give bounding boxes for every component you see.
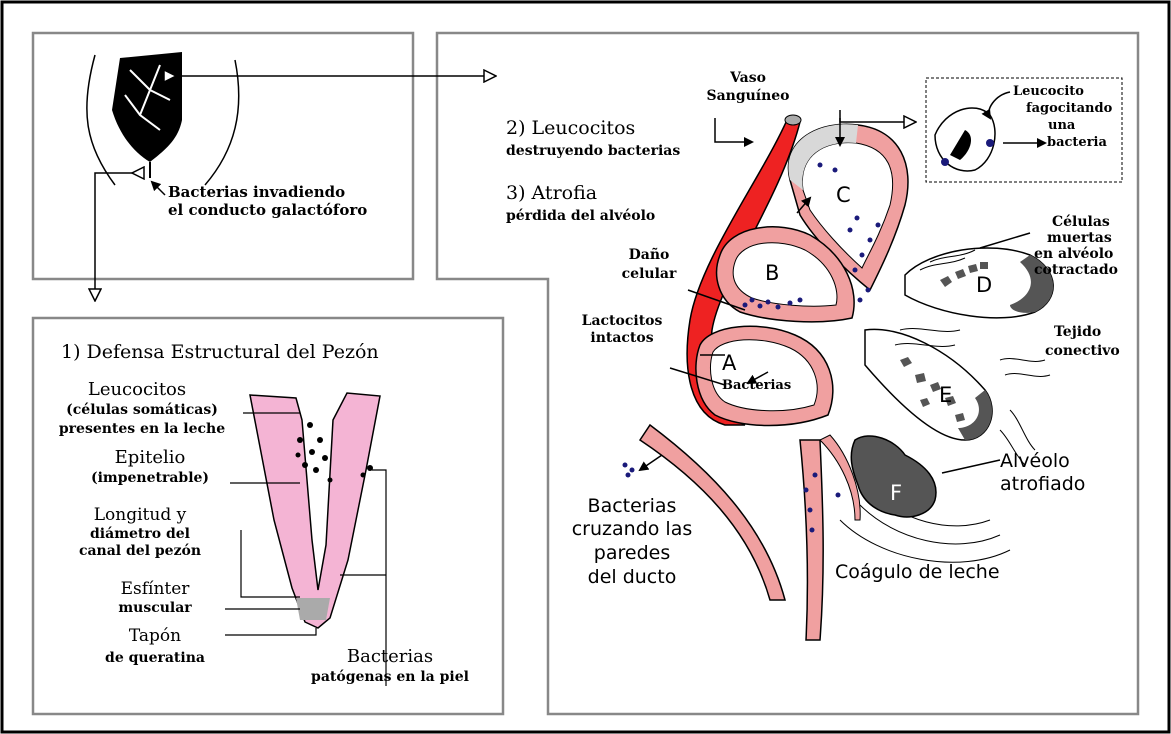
inset-fagocitando: fagocitando: [1026, 101, 1112, 116]
label-cruzando-3: paredes: [582, 542, 682, 564]
label-cruzando-2: cruzando las: [567, 518, 697, 540]
label-atrofia-title: 3) Atrofia: [506, 182, 597, 204]
label-conectivo: conectivo: [1045, 343, 1120, 359]
label-epitelio: Epitelio: [80, 448, 220, 468]
udder-sketch: [87, 52, 239, 185]
label-patogenas-piel: patógenas en la piel: [300, 669, 480, 685]
letter-a: A: [722, 352, 736, 374]
label-en-alveolo: en alvéolo: [1034, 246, 1113, 262]
inset-una: una: [1048, 118, 1075, 133]
inset-bacteria: bacteria: [1047, 135, 1107, 150]
label-dano: Daño: [614, 247, 684, 263]
arrow-udder-to-nipple: [95, 173, 133, 300]
label-impenetrable: (impenetrable): [80, 470, 220, 486]
letter-e: E: [939, 384, 952, 406]
label-queratina: de queratina: [90, 650, 220, 666]
letter-c: C: [836, 184, 851, 206]
label-leucocitos: Leucocitos: [57, 380, 217, 400]
teat-illustration: [250, 393, 380, 628]
label-coagulo: Coágulo de leche: [835, 561, 1000, 583]
label-esfinter: Esfínter: [95, 580, 215, 599]
label-tejido: Tejido: [1054, 324, 1101, 340]
top-left-panel-frame: [33, 33, 413, 279]
label-destruyendo: destruyendo bacterias: [506, 143, 680, 159]
label-leucocitos-title: 2) Leucocitos: [506, 117, 635, 139]
label-celular: celular: [614, 266, 684, 282]
label-atrofiado: atrofiado: [1000, 473, 1085, 495]
label-bacterias-patogenas: Bacterias: [330, 647, 450, 667]
label-cruzando-1: Bacterias: [582, 495, 682, 517]
label-alveolo: Alvéolo: [1000, 450, 1070, 472]
label-perdida: pérdida del alvéolo: [506, 208, 655, 224]
letter-d: D: [976, 274, 992, 296]
label-longitud: Longitud y: [55, 506, 225, 525]
letter-b: B: [765, 262, 779, 284]
label-lactocitos: Lactocitos: [572, 313, 672, 329]
bacteria-invading-caption-1: Bacterias invadiendo: [168, 184, 345, 201]
label-tapon: Tapón: [100, 627, 210, 646]
label-diametro: diámetro del: [55, 526, 225, 542]
label-celulas: Células: [1052, 214, 1110, 230]
label-bacterias-inside: Bacterias: [722, 378, 791, 393]
label-canal: canal del pezón: [55, 543, 225, 559]
label-cruzando-4: del ducto: [577, 566, 687, 588]
label-muscular: muscular: [95, 600, 215, 616]
letter-f: F: [890, 482, 902, 504]
inset-leucocito: Leucocito: [1013, 84, 1084, 99]
label-celulas-somaticas: (células somáticas): [47, 402, 237, 418]
label-intactos: intactos: [572, 330, 672, 346]
label-vaso: Vaso: [708, 70, 788, 86]
label-muertas: muertas: [1047, 230, 1112, 246]
bacteria-invading-caption-2: el conducto galactóforo: [168, 202, 367, 219]
label-presentes-leche: presentes en la leche: [47, 421, 237, 437]
label-sanguineo: Sanguíneo: [700, 88, 796, 104]
label-cotractado: cotractado: [1034, 262, 1118, 278]
inset-phagocyte: [935, 108, 995, 171]
nipple-panel-title: 1) Defensa Estructural del Pezón: [61, 341, 379, 363]
